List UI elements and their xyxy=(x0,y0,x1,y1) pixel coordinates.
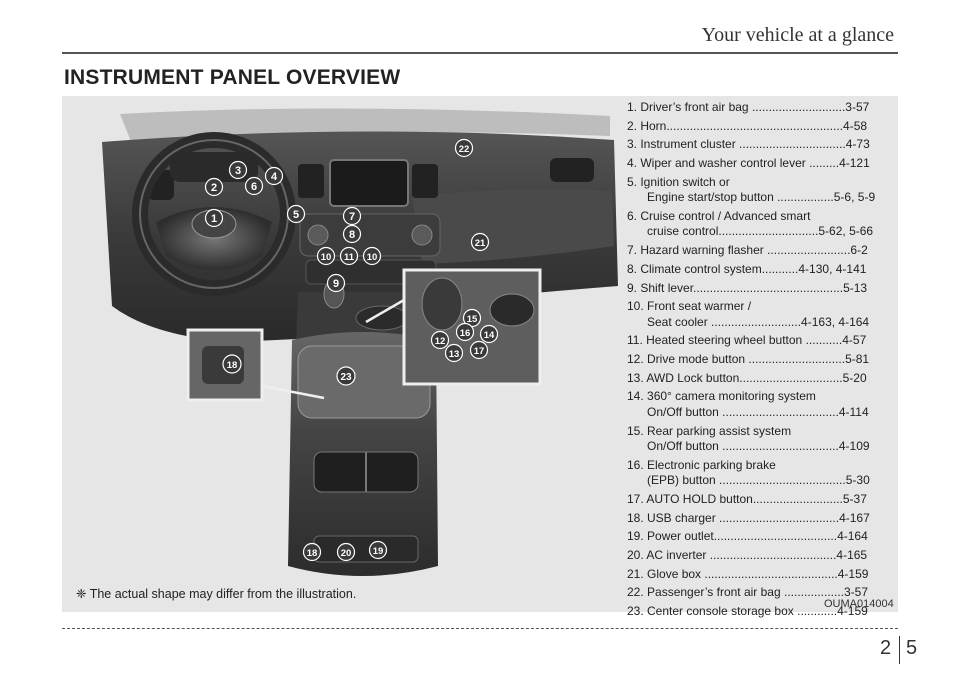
svg-text:17: 17 xyxy=(474,346,485,357)
legend-item-19: 19. Power outlet........................… xyxy=(627,529,868,544)
callout-9: 9 xyxy=(326,273,346,293)
page-number-divider xyxy=(899,636,900,664)
svg-text:23: 23 xyxy=(340,372,352,383)
footer-rule xyxy=(62,628,898,629)
svg-text:12: 12 xyxy=(435,336,446,347)
callout-13: 13 xyxy=(444,343,464,363)
svg-text:3: 3 xyxy=(235,165,241,177)
callout-20: 20 xyxy=(336,542,356,562)
svg-text:21: 21 xyxy=(475,238,486,249)
legend-item-22: 22. Passenger’s front air bag ..........… xyxy=(627,585,869,600)
legend-item-8: 8. Climate control system...........4-13… xyxy=(627,261,867,276)
svg-text:18: 18 xyxy=(307,548,318,559)
center-vent-left xyxy=(298,164,324,198)
callout-14: 14 xyxy=(479,324,499,344)
legend-item-18: 18. USB charger ........................… xyxy=(627,510,870,525)
svg-text:1: 1 xyxy=(211,213,217,225)
callout-3: 3 xyxy=(228,160,248,180)
callout-22: 22 xyxy=(454,138,474,158)
callout-4: 4 xyxy=(264,166,284,186)
legend-item-10: 10. Front seat warmer /Seat cooler .....… xyxy=(627,299,870,329)
legend-item-13: 13. AWD Lock button.....................… xyxy=(627,370,867,385)
section-title: INSTRUMENT PANEL OVERVIEW xyxy=(64,66,401,89)
center-vent-right xyxy=(412,164,438,198)
rear-port-panel xyxy=(313,535,419,563)
callout-18-inset: 18 xyxy=(222,354,242,374)
callout-21: 21 xyxy=(470,232,490,252)
infotainment-screen xyxy=(329,159,409,207)
page-chapter: 2 xyxy=(880,637,892,659)
passenger-vent xyxy=(550,158,594,182)
callout-5: 5 xyxy=(286,204,306,224)
callout-2: 2 xyxy=(204,177,224,197)
svg-text:13: 13 xyxy=(449,349,460,360)
header-rule xyxy=(62,52,898,54)
cup-holder xyxy=(355,305,409,331)
legend-item-11: 11. Heated steering wheel button .......… xyxy=(627,333,867,348)
svg-text:16: 16 xyxy=(460,328,471,339)
callout-16: 16 xyxy=(455,322,475,342)
svg-text:22: 22 xyxy=(459,144,470,155)
svg-text:7: 7 xyxy=(349,211,355,223)
callout-6: 6 xyxy=(244,176,264,196)
svg-text:5: 5 xyxy=(293,209,299,221)
callout-19: 19 xyxy=(368,540,388,560)
illustration-note: ❈ The actual shape may differ from the i… xyxy=(76,587,357,601)
legend-item-4: 4. Wiper and washer control lever ......… xyxy=(627,156,870,171)
callout-7: 7 xyxy=(342,206,362,226)
legend-item-17: 17. AUTO HOLD button....................… xyxy=(627,492,867,506)
inset-console-pointer xyxy=(365,298,405,324)
svg-text:18: 18 xyxy=(227,360,238,371)
svg-text:19: 19 xyxy=(373,546,384,557)
inset-shifter xyxy=(421,277,463,331)
legend-item-2: 2. Horn.................................… xyxy=(627,118,868,133)
page-number: 5 xyxy=(906,637,918,659)
svg-text:2: 2 xyxy=(211,182,217,194)
callout-8: 8 xyxy=(342,224,362,244)
callout-10-right: 10 xyxy=(362,246,382,266)
inset-usb-pointer xyxy=(261,384,325,400)
svg-text:6: 6 xyxy=(251,181,257,193)
legend-item-3: 3. Instrument cluster ..................… xyxy=(627,137,870,152)
callout-markers: 1 2 3 4 5 6 7 8 9 10 11 10 12 13 14 15 1… xyxy=(204,138,499,562)
legend-item-21: 21. Glove box ..........................… xyxy=(627,566,869,581)
svg-text:9: 9 xyxy=(333,278,339,290)
svg-text:14: 14 xyxy=(484,330,495,341)
legend-item-16: 16. Electronic parking brake(EPB) button… xyxy=(627,457,870,488)
svg-text:10: 10 xyxy=(321,252,332,263)
legend-item-9: 9. Shift lever..........................… xyxy=(627,280,868,295)
legend-item-1: 1. Driver’s front air bag ..............… xyxy=(627,100,870,114)
svg-text:20: 20 xyxy=(341,548,352,559)
legend-item-7: 7. Hazard warning flasher ..............… xyxy=(627,243,868,258)
climate-knob-right xyxy=(411,224,433,246)
callout-17: 17 xyxy=(469,340,489,360)
instrument-panel-illustration: 1 2 3 4 5 6 7 8 9 10 11 10 12 13 14 15 1… xyxy=(102,108,618,576)
legend-item-20: 20. AC inverter ........................… xyxy=(627,548,868,563)
climate-knob-left xyxy=(307,224,329,246)
callout-10-left: 10 xyxy=(316,246,336,266)
running-header: Your vehicle at a glance xyxy=(701,24,894,46)
svg-text:15: 15 xyxy=(467,314,478,325)
component-legend: 1. Driver’s front air bag ..............… xyxy=(627,100,887,623)
callout-11: 11 xyxy=(339,246,359,266)
svg-text:8: 8 xyxy=(349,229,355,241)
legend-item-23: 23. Center console storage box .........… xyxy=(627,604,868,619)
callout-18-console: 18 xyxy=(302,542,322,562)
callout-12: 12 xyxy=(430,330,450,350)
svg-text:4: 4 xyxy=(271,171,278,183)
inset-cupholder xyxy=(489,293,535,327)
passenger-dash-trim xyxy=(412,189,614,264)
svg-text:10: 10 xyxy=(367,252,378,263)
callout-23: 23 xyxy=(336,366,356,386)
legend-item-12: 12. Drive mode button ..................… xyxy=(627,352,870,367)
callout-1: 1 xyxy=(204,208,224,228)
image-code: OUMA014004 xyxy=(824,598,894,610)
svg-text:11: 11 xyxy=(344,252,355,263)
